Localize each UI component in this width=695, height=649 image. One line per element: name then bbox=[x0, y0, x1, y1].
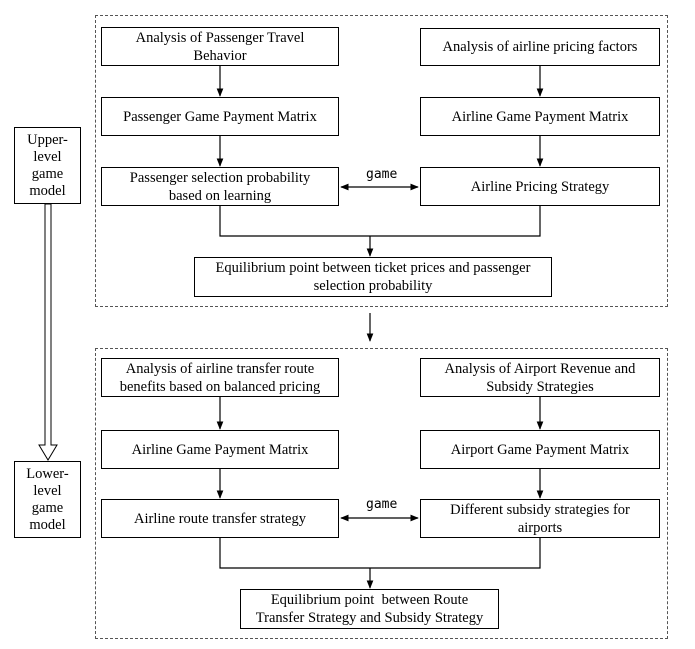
transfer-analysis-line2: benefits based on balanced pricing bbox=[119, 378, 321, 395]
lower-equilibrium-line1: Equilibrium point between Route bbox=[270, 592, 469, 608]
airline-pricing-strategy-box: Airline Pricing Strategy bbox=[420, 167, 660, 206]
airport-revenue-analysis-box: Analysis of Airport Revenue and Subsidy … bbox=[420, 358, 660, 397]
passenger-analysis-line1: Analysis of Passenger Travel bbox=[135, 29, 305, 46]
upper-equilibrium-line1: Equilibrium point between ticket prices … bbox=[215, 260, 531, 276]
transfer-analysis-line1: Analysis of airline transfer route bbox=[125, 360, 315, 377]
airport-matrix-text: Airport Game Payment Matrix bbox=[450, 441, 630, 458]
airport-payment-matrix-box: Airport Game Payment Matrix bbox=[420, 430, 660, 469]
airline-matrix-text-lower: Airline Game Payment Matrix bbox=[131, 441, 309, 458]
probability-line2: based on learning bbox=[168, 187, 272, 204]
lower-label-line2: level bbox=[33, 482, 62, 499]
upper-game-label: game bbox=[364, 167, 400, 182]
upper-level-frame bbox=[95, 15, 668, 307]
passenger-payment-matrix-box: Passenger Game Payment Matrix bbox=[101, 97, 339, 136]
upper-equilibrium-box: Equilibrium point between ticket prices … bbox=[194, 257, 552, 297]
passenger-travel-analysis-box: Analysis of Passenger Travel Behavior bbox=[101, 27, 339, 66]
lower-game-label: game bbox=[364, 497, 400, 512]
lower-level-game-model-box: Lower- level game model bbox=[14, 461, 81, 538]
lower-equilibrium-line2: Transfer Strategy and Subsidy Strategy bbox=[255, 610, 484, 626]
airline-pricing-analysis-box: Analysis of airline pricing factors bbox=[420, 28, 660, 66]
lower-label-line1: Lower- bbox=[26, 465, 69, 482]
airline-pricing-strategy-text: Airline Pricing Strategy bbox=[470, 178, 610, 195]
upper-merge-line bbox=[219, 206, 541, 237]
airline-pricing-analysis-text: Analysis of airline pricing factors bbox=[442, 39, 638, 55]
subsidy-line1: Different subsidy strategies for bbox=[450, 501, 630, 518]
airline-transfer-analysis-box: Analysis of airline transfer route benef… bbox=[101, 358, 339, 397]
lower-label-line3: game bbox=[31, 499, 64, 516]
passenger-analysis-line2: Behavior bbox=[193, 47, 247, 64]
lower-label-line4: model bbox=[29, 516, 66, 533]
upper-level-game-model-box: Upper- level game model bbox=[14, 127, 81, 204]
upper-label-line3: game bbox=[31, 165, 64, 182]
airport-analysis-line2: Subsidy Strategies bbox=[486, 378, 594, 395]
passenger-selection-probability-box: Passenger selection probability based on… bbox=[101, 167, 339, 206]
airline-matrix-text-upper: Airline Game Payment Matrix bbox=[451, 108, 629, 125]
lower-equilibrium-box: Equilibrium point between Route Transfer… bbox=[240, 589, 499, 629]
subsidy-strategies-box: Different subsidy strategies for airport… bbox=[420, 499, 660, 538]
upper-label-line1: Upper- bbox=[27, 131, 68, 148]
upper-to-lower-model-arrow bbox=[38, 203, 58, 461]
lower-level-frame bbox=[95, 348, 668, 639]
lower-merge-line bbox=[219, 538, 541, 569]
airport-analysis-line1: Analysis of Airport Revenue and bbox=[444, 360, 636, 377]
airline-payment-matrix-box-lower: Airline Game Payment Matrix bbox=[101, 430, 339, 469]
airline-route-transfer-strategy-box: Airline route transfer strategy bbox=[101, 499, 339, 538]
upper-label-line2: level bbox=[33, 148, 62, 165]
passenger-matrix-text: Passenger Game Payment Matrix bbox=[123, 108, 317, 125]
probability-line1: Passenger selection probability bbox=[129, 169, 311, 186]
airline-payment-matrix-box-upper: Airline Game Payment Matrix bbox=[420, 97, 660, 136]
upper-label-line4: model bbox=[29, 182, 66, 199]
upper-equilibrium-line2: selection probability bbox=[313, 278, 433, 294]
route-strategy-text: Airline route transfer strategy bbox=[134, 510, 306, 527]
subsidy-line2: airports bbox=[517, 519, 563, 536]
